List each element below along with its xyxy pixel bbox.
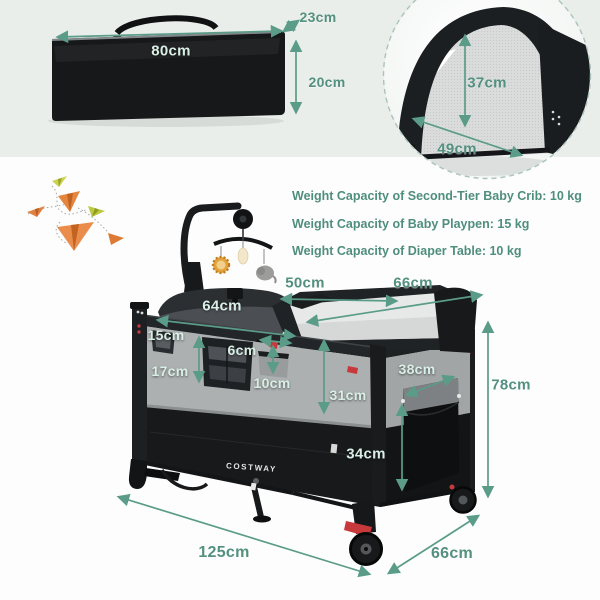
organizer-height-label: 17cm [151, 363, 189, 379]
crib-length-label: 64cm [202, 297, 242, 315]
table-width-label: 50cm [285, 274, 325, 292]
mobile-clamp [227, 288, 243, 299]
rail-to-pocket-label: 15cm [147, 327, 185, 343]
front-right-post [370, 344, 386, 506]
canopy-width-label: 49cm [437, 140, 477, 158]
bag-depth-arrow [281, 19, 301, 33]
fabric-tag [330, 443, 338, 454]
bag-width-label: 80cm [151, 42, 191, 60]
overall-length-label: 125cm [198, 544, 250, 561]
pocket-gap-label: 6cm [227, 342, 257, 358]
weight-capacity-crib: Weight Capacity of Second-Tier Baby Crib… [292, 189, 582, 203]
inset-dashed-border [382, 0, 592, 180]
table-length-label: 66cm [393, 274, 433, 292]
bassinet-depth-label: 31cm [329, 387, 367, 403]
crib-length-arrow [155, 314, 297, 342]
overall-height-label: 78cm [491, 376, 531, 394]
bag-depth-label: 23cm [299, 9, 337, 25]
overall-depth-arrow [386, 514, 481, 575]
bag-height-label: 20cm [308, 74, 346, 90]
side-pocket-width-arrow [404, 374, 456, 398]
dimension-arrows [55, 19, 524, 578]
table-length-arrow [305, 290, 484, 327]
overall-length-arrow [116, 493, 372, 578]
paper-planes-decoration [27, 176, 124, 251]
weight-capacity-diaper-table: Weight Capacity of Diaper Table: 10 kg [292, 244, 522, 258]
weight-capacity-playpen: Weight Capacity of Baby Playpen: 15 kg [292, 217, 530, 231]
pocket-gap-arrow [258, 334, 293, 349]
bird-toy [237, 247, 249, 265]
canopy-inset-photo [382, 0, 592, 180]
front-left-post [132, 306, 147, 463]
side-storage-pocket [401, 378, 461, 492]
side-pocket-width-label: 38cm [398, 361, 436, 377]
pocket-width-label: 10cm [253, 375, 291, 391]
overall-depth-label: 66cm [430, 545, 474, 562]
bag-width-arrow [55, 24, 284, 44]
baby-mobile [180, 202, 277, 296]
side-pocket-height-label: 34cm [346, 445, 386, 463]
rear-wheel [449, 474, 477, 514]
canopy-width-arrow [411, 116, 524, 158]
canopy-height-label: 37cm [467, 74, 507, 92]
bag-body [52, 31, 285, 121]
hanging-organizer [202, 337, 253, 391]
